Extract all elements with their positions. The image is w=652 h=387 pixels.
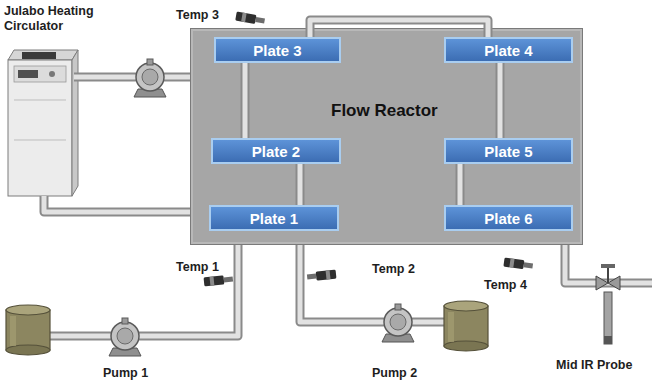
plate-name: Plate 6 [484,210,532,227]
reactor-plate: Plate 2 [211,138,341,164]
pump-label: Pump 2 [372,366,417,381]
pump-label: Pump 1 [103,366,148,381]
pipe-connector [310,20,488,37]
pipe-connector [500,63,501,138]
sensor-label: Temp 1 [176,260,219,275]
reactor-plate: Plate 4 [444,37,573,63]
plate-name: Plate 2 [252,143,300,160]
reactor-plate: Plate 6 [444,205,573,231]
plate-name: Plate 3 [253,42,301,59]
reactor-plate: Plate 1 [209,205,339,231]
plate-name: Plate 1 [250,210,298,227]
equipment-label: Julabo Heating Circulator [4,4,116,34]
reactor-title: Flow Reactor [331,101,438,121]
plate-name: Plate 4 [484,42,532,59]
probe-label: Mid IR Probe [556,358,632,373]
reactor-plate: Plate 3 [214,37,341,63]
sensor-label: Temp 3 [176,8,219,23]
pipe-connector [245,63,246,138]
pipe-connector [300,164,301,205]
reactor-plate: Plate 5 [444,138,573,164]
plate-name: Plate 5 [484,143,532,160]
pipe-connector [460,164,461,205]
reactor-housing: Flow Reactor Plate 3 Plate 4 Plate 2 Plate 5… [190,28,583,245]
sensor-label: Temp 2 [372,262,415,277]
sensor-label: Temp 4 [484,278,527,293]
